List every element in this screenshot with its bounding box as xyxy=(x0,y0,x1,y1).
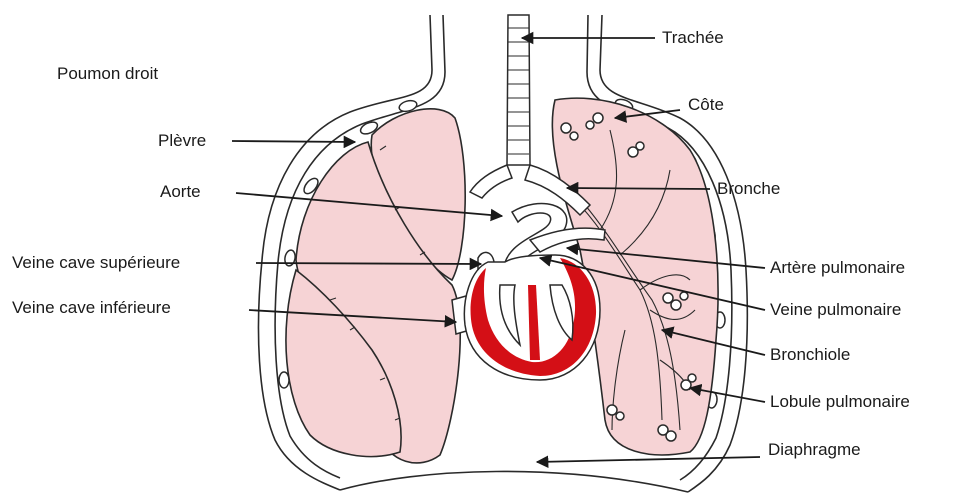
label-bronche: Bronche xyxy=(717,180,780,197)
label-aorte: Aorte xyxy=(160,183,201,200)
label-bronchiole: Bronchiole xyxy=(770,346,850,363)
label-cote: Côte xyxy=(688,96,724,113)
label-diaphragme: Diaphragme xyxy=(768,441,861,458)
label-plevre: Plèvre xyxy=(158,132,206,149)
heart xyxy=(464,255,600,380)
label-artere-pulmonaire: Artère pulmonaire xyxy=(770,259,905,276)
label-veine-cave-inferieure: Veine cave inférieure xyxy=(12,299,171,316)
label-trachee: Trachée xyxy=(662,29,724,46)
label-lobule-pulmonaire: Lobule pulmonaire xyxy=(770,393,910,410)
label-poumon-droit: Poumon droit xyxy=(57,65,158,82)
label-veine-pulmonaire: Veine pulmonaire xyxy=(770,301,901,318)
label-veine-cave-superieure: Veine cave supérieure xyxy=(12,254,180,271)
